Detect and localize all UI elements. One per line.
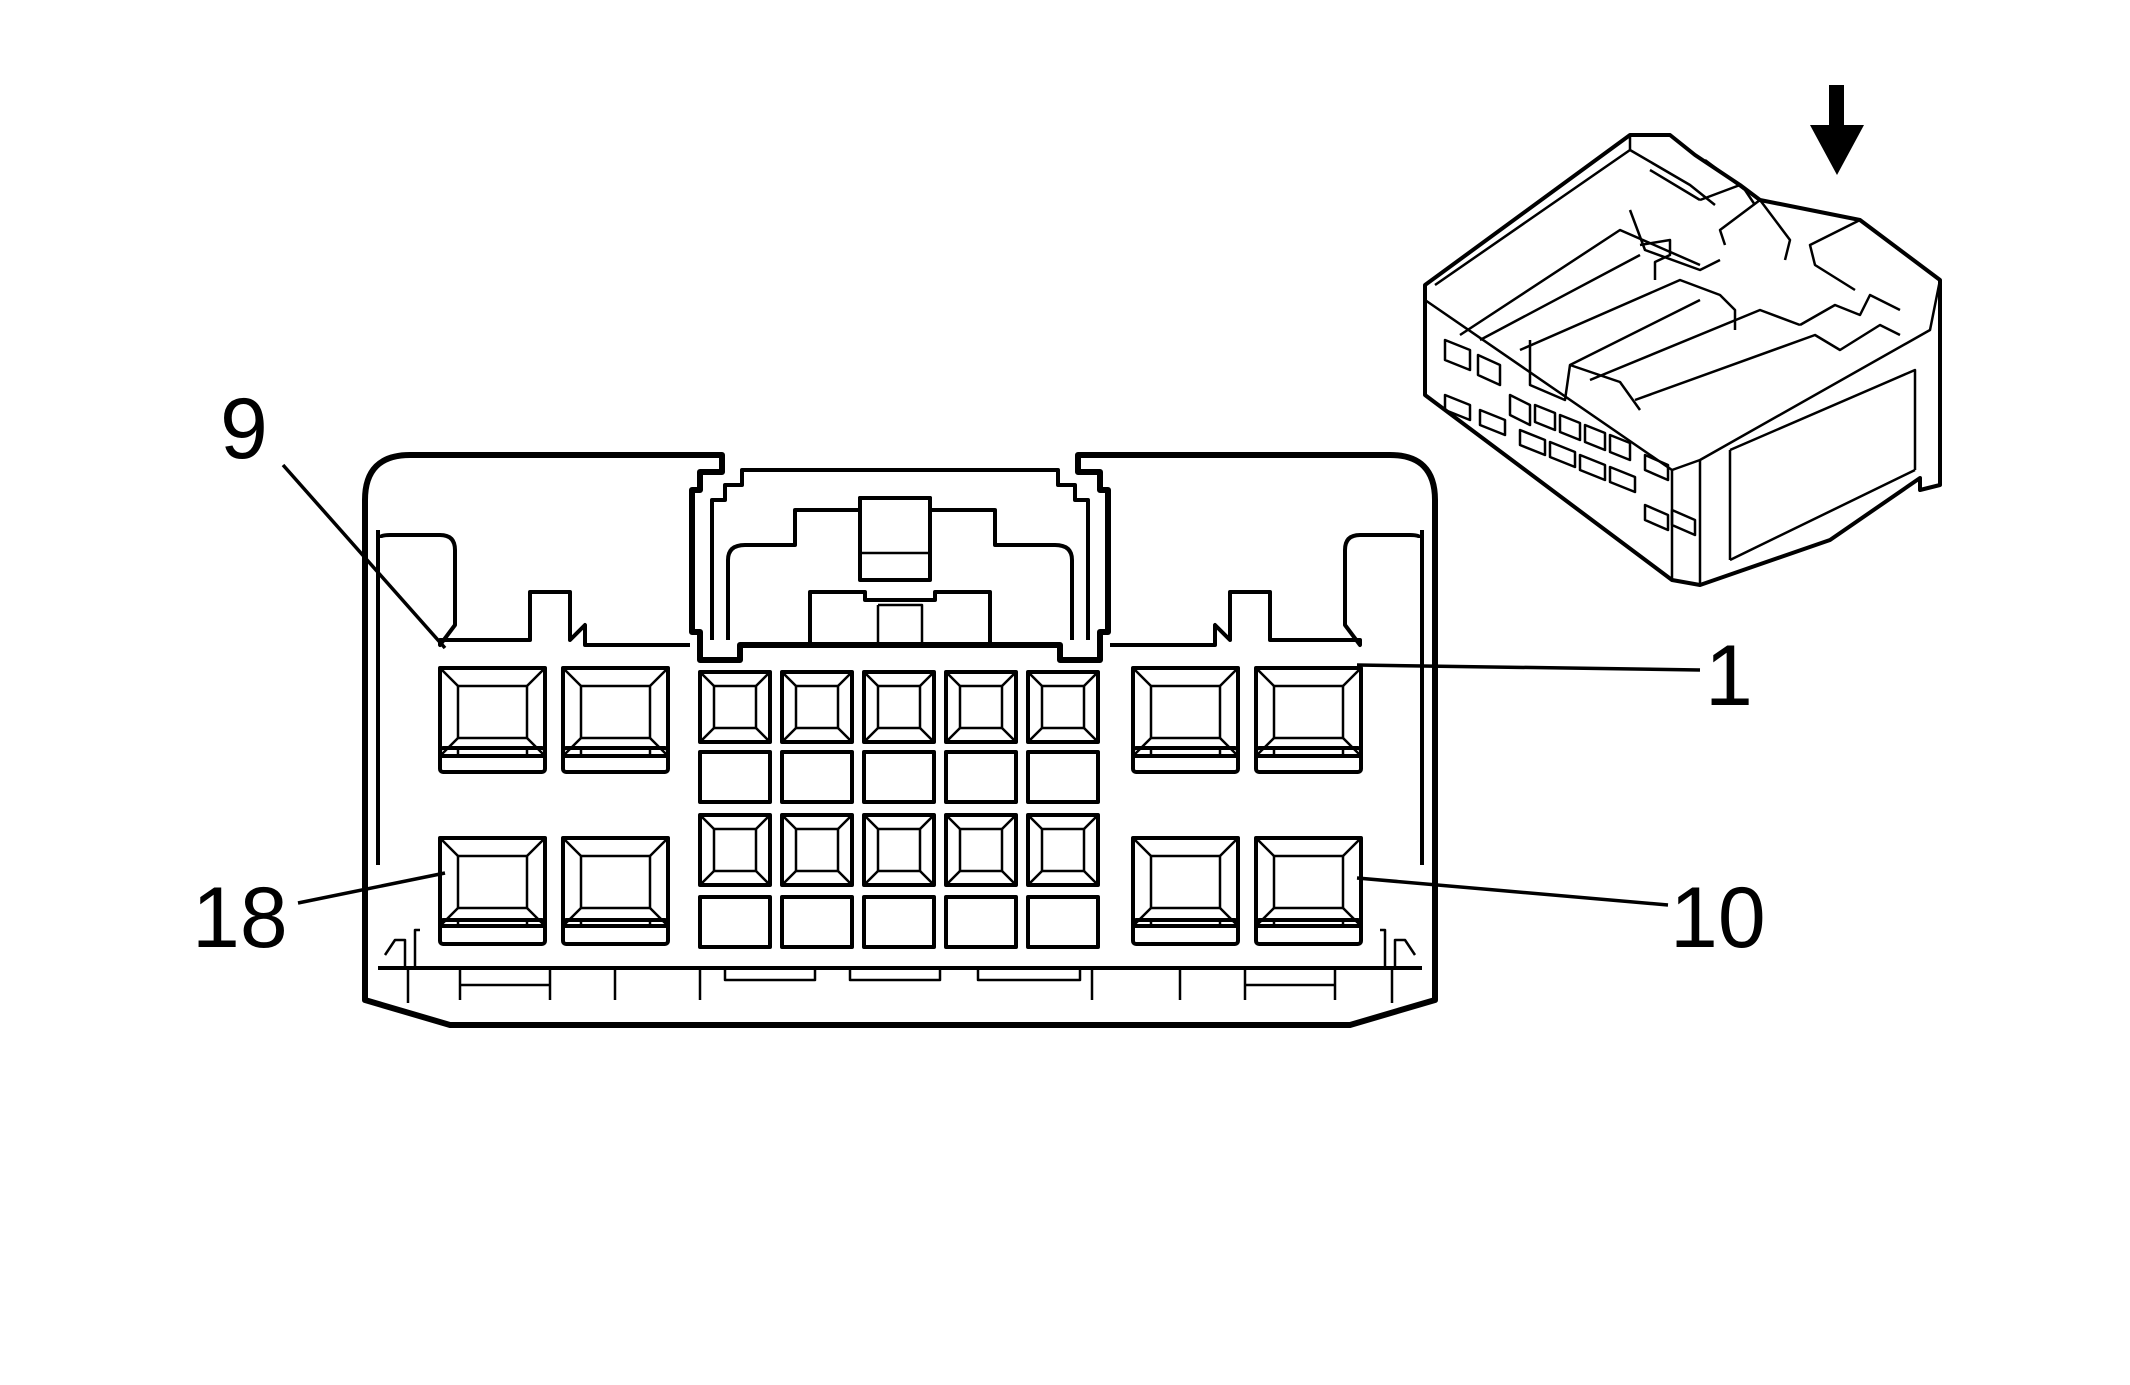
terminal-cavity-small	[780, 670, 854, 744]
cavity-blank-slot	[862, 895, 936, 949]
latch-arm	[726, 496, 1074, 640]
corner-notch-right	[1380, 928, 1417, 968]
terminal-cavity-small	[1026, 670, 1100, 744]
right-shoulder	[1110, 533, 1422, 647]
latch-recess	[710, 468, 1090, 640]
terminal-cavity-large	[1254, 666, 1363, 774]
connector-housing-outline	[362, 452, 1438, 1028]
terminal-cavity-large	[438, 836, 547, 946]
leader-line-pin-1	[1356, 663, 1701, 672]
pin-label-18: 18	[192, 870, 288, 966]
cavity-blank-slot	[1026, 895, 1100, 949]
cavity-blank-slot	[1026, 750, 1100, 804]
cavity-blank-slot	[780, 750, 854, 804]
cavity-blank-slot	[862, 750, 936, 804]
leader-line-pin-10	[1356, 876, 1669, 907]
cavity-blank-slot	[698, 750, 772, 804]
terminal-cavity-small	[780, 813, 854, 887]
terminal-cavity-large	[438, 666, 547, 774]
pin-label-1: 1	[1705, 628, 1753, 724]
left-shoulder	[378, 533, 690, 647]
terminal-cavity-small	[1026, 813, 1100, 887]
arrow-down-icon	[1810, 85, 1864, 175]
bottom-rail-details	[406, 968, 1394, 1003]
terminal-cavity-small	[698, 813, 772, 887]
terminal-cavity-large	[561, 666, 670, 774]
terminal-cavity-large	[1131, 836, 1240, 946]
cavity-blank-slot	[944, 895, 1018, 949]
latch-center-block	[858, 496, 932, 582]
cavity-blank-slot	[780, 895, 854, 949]
latch-lower-tab	[808, 590, 992, 647]
terminal-cavity-small	[862, 813, 936, 887]
small-cavity-group	[698, 670, 1100, 887]
cavity-blank-slot	[698, 895, 772, 949]
cavity-blank-slot	[944, 750, 1018, 804]
pin-label-9: 9	[220, 381, 268, 477]
large-cavity-group	[438, 666, 1363, 946]
latch-lower-tab-inner	[876, 603, 924, 645]
connector-front-view: 9 1 18 10	[192, 381, 1766, 1028]
leader-line-pin-18	[297, 871, 446, 905]
terminal-cavity-small	[862, 670, 936, 744]
terminal-cavity-small	[698, 670, 772, 744]
terminal-cavity-large	[1131, 666, 1240, 774]
terminal-cavity-small	[944, 670, 1018, 744]
corner-notch-left	[383, 928, 420, 968]
small-cavity-blank-group	[698, 750, 1100, 949]
terminal-cavity-large	[1254, 836, 1363, 946]
leader-line-pin-9	[281, 463, 447, 650]
connector-isometric-icon	[1423, 133, 1942, 587]
terminal-cavity-small	[944, 813, 1018, 887]
pin-label-10: 10	[1670, 870, 1766, 966]
terminal-cavity-large	[561, 836, 670, 946]
